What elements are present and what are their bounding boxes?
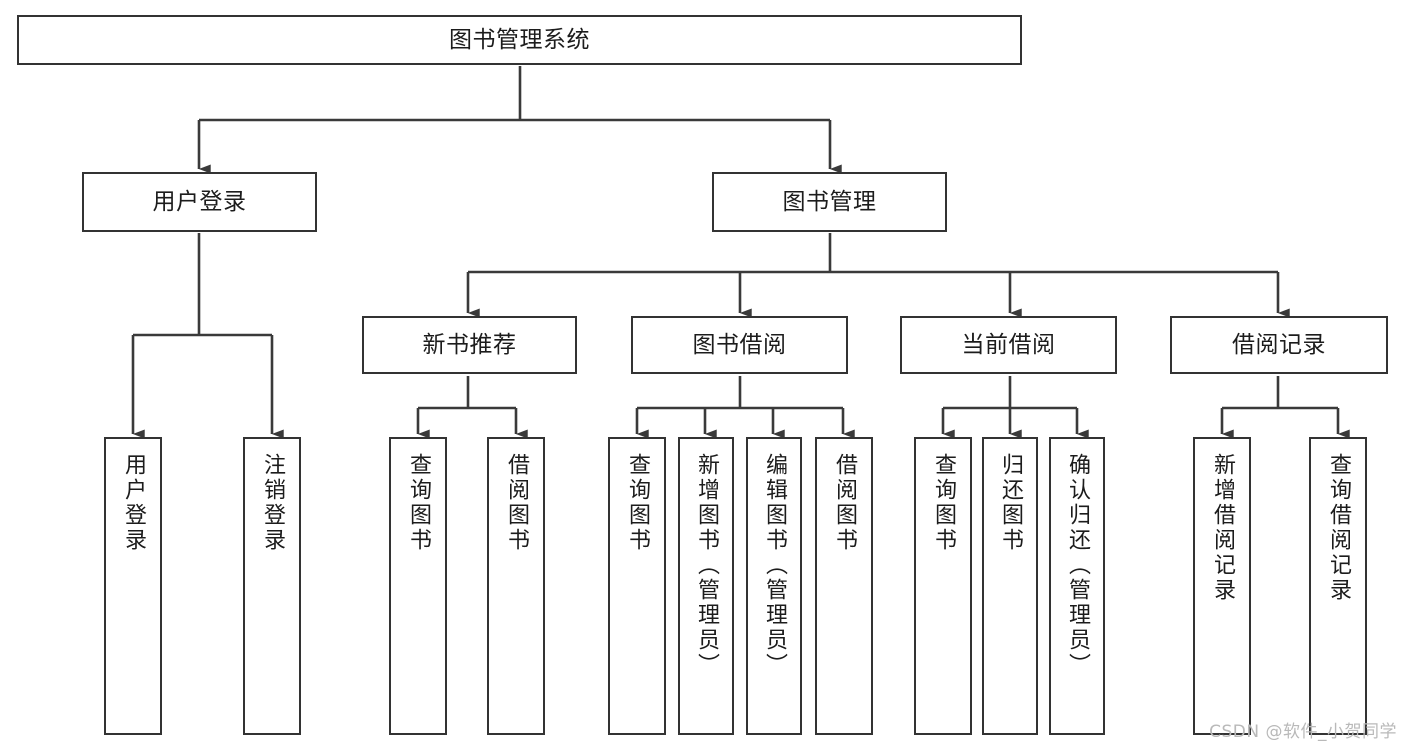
node-leaf-query-book-1[interactable]: 查询图书 — [389, 437, 447, 735]
node-label: 注销登录 — [260, 453, 285, 553]
node-new-book-rec[interactable]: 新书推荐 — [362, 316, 577, 374]
node-book-manage[interactable]: 图书管理 — [712, 172, 947, 232]
node-leaf-add-book[interactable]: 新增图书（管理员） — [678, 437, 734, 735]
node-label: 编辑图书（管理员） — [762, 453, 787, 678]
node-label: 归还图书 — [998, 453, 1023, 553]
node-label: 新增借阅记录 — [1210, 453, 1235, 603]
node-label: 查询图书 — [406, 453, 431, 553]
node-leaf-edit-book[interactable]: 编辑图书（管理员） — [746, 437, 802, 735]
node-leaf-query-book-3[interactable]: 查询图书 — [914, 437, 972, 735]
node-leaf-user-login[interactable]: 用户登录 — [104, 437, 162, 735]
node-root-system[interactable]: 图书管理系统 — [17, 15, 1022, 65]
node-user-login[interactable]: 用户登录 — [82, 172, 317, 232]
node-label: 查询图书 — [931, 453, 956, 553]
node-leaf-borrow-book-1[interactable]: 借阅图书 — [487, 437, 545, 735]
node-leaf-query-book-2[interactable]: 查询图书 — [608, 437, 666, 735]
node-leaf-add-record[interactable]: 新增借阅记录 — [1193, 437, 1251, 735]
node-label: 查询借阅记录 — [1326, 453, 1351, 603]
node-book-borrow[interactable]: 图书借阅 — [631, 316, 848, 374]
node-label: 当前借阅 — [961, 331, 1056, 358]
node-leaf-query-record[interactable]: 查询借阅记录 — [1309, 437, 1367, 735]
node-current-borrow[interactable]: 当前借阅 — [900, 316, 1117, 374]
node-label: 借阅图书 — [504, 453, 529, 553]
node-label: 借阅图书 — [832, 453, 857, 553]
node-label: 用户登录 — [152, 188, 247, 215]
node-label: 新增图书（管理员） — [694, 453, 719, 678]
node-leaf-confirm-return[interactable]: 确认归还（管理员） — [1049, 437, 1105, 735]
node-label: 图书借阅 — [692, 331, 787, 358]
watermark-label: CSDN @软件_小贺同学 — [1209, 722, 1397, 742]
node-label: 图书管理 — [782, 188, 877, 215]
node-leaf-borrow-book-2[interactable]: 借阅图书 — [815, 437, 873, 735]
node-label: 图书管理系统 — [449, 26, 590, 53]
node-label: 查询图书 — [625, 453, 650, 553]
node-leaf-user-logout[interactable]: 注销登录 — [243, 437, 301, 735]
node-leaf-return-book[interactable]: 归还图书 — [982, 437, 1038, 735]
node-borrow-record[interactable]: 借阅记录 — [1170, 316, 1388, 374]
node-label: 用户登录 — [121, 453, 146, 553]
node-label: 借阅记录 — [1232, 331, 1326, 358]
node-label: 确认归还（管理员） — [1065, 453, 1090, 678]
node-label: 新书推荐 — [422, 331, 517, 358]
